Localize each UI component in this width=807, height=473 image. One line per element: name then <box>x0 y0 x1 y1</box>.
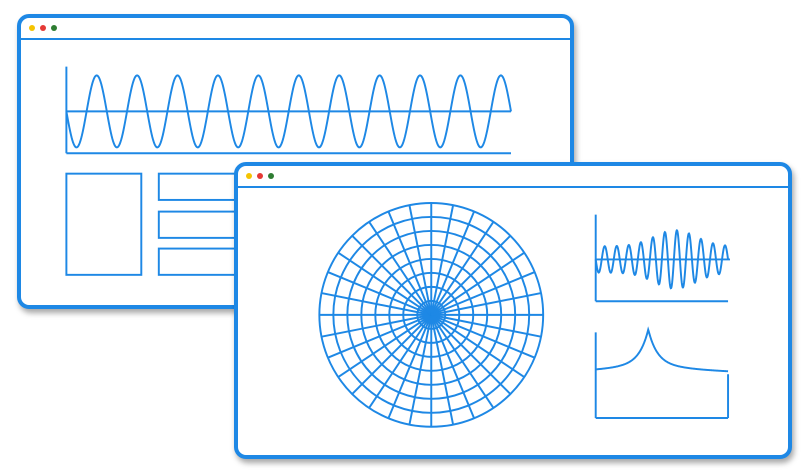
polar-spoke <box>430 314 475 419</box>
polar-grid <box>318 202 545 428</box>
polar-spoke <box>327 271 432 316</box>
polar-spoke <box>430 251 525 316</box>
polar-spoke <box>430 313 536 359</box>
back-window-titlebar <box>21 18 570 40</box>
polar-spoke <box>431 313 542 338</box>
polar-spoke <box>351 235 432 316</box>
polar-spoke <box>368 221 433 316</box>
polar-spoke <box>387 211 433 316</box>
tall-panel <box>65 172 143 276</box>
polar-spoke <box>430 211 475 316</box>
polar-spoke <box>321 292 432 316</box>
polar-spoke <box>430 314 512 395</box>
polar-spoke <box>321 313 432 338</box>
polar-spoke <box>408 204 433 316</box>
front-window-canvas <box>318 202 730 428</box>
front-window <box>234 162 792 459</box>
front-window-green-dot[interactable] <box>268 173 274 179</box>
front-window-yellow-dot[interactable] <box>246 173 252 179</box>
back-window-red-dot[interactable] <box>40 25 46 31</box>
front-window-titlebar <box>238 166 788 188</box>
front-window-red-dot[interactable] <box>257 173 263 179</box>
back-window-yellow-dot[interactable] <box>29 25 35 31</box>
polar-spoke <box>430 235 512 316</box>
polar-spoke <box>430 314 455 425</box>
modulated-wave-line <box>594 229 730 290</box>
polar-spoke <box>430 204 455 316</box>
polar-spoke <box>351 314 432 395</box>
polar-spoke <box>337 251 432 316</box>
polar-spoke <box>337 314 432 378</box>
polar-spoke <box>387 314 433 419</box>
polar-spoke <box>430 221 495 316</box>
polar-spoke <box>430 314 525 378</box>
back-window-green-dot[interactable] <box>51 25 57 31</box>
polar-spoke <box>408 314 433 425</box>
polar-spoke <box>368 314 433 409</box>
polar-spoke <box>430 271 536 316</box>
waveform-line <box>65 74 512 149</box>
polar-spoke <box>430 314 495 409</box>
peak-curve-line <box>595 326 729 373</box>
polar-spoke <box>327 313 432 359</box>
polar-spoke <box>431 292 542 316</box>
